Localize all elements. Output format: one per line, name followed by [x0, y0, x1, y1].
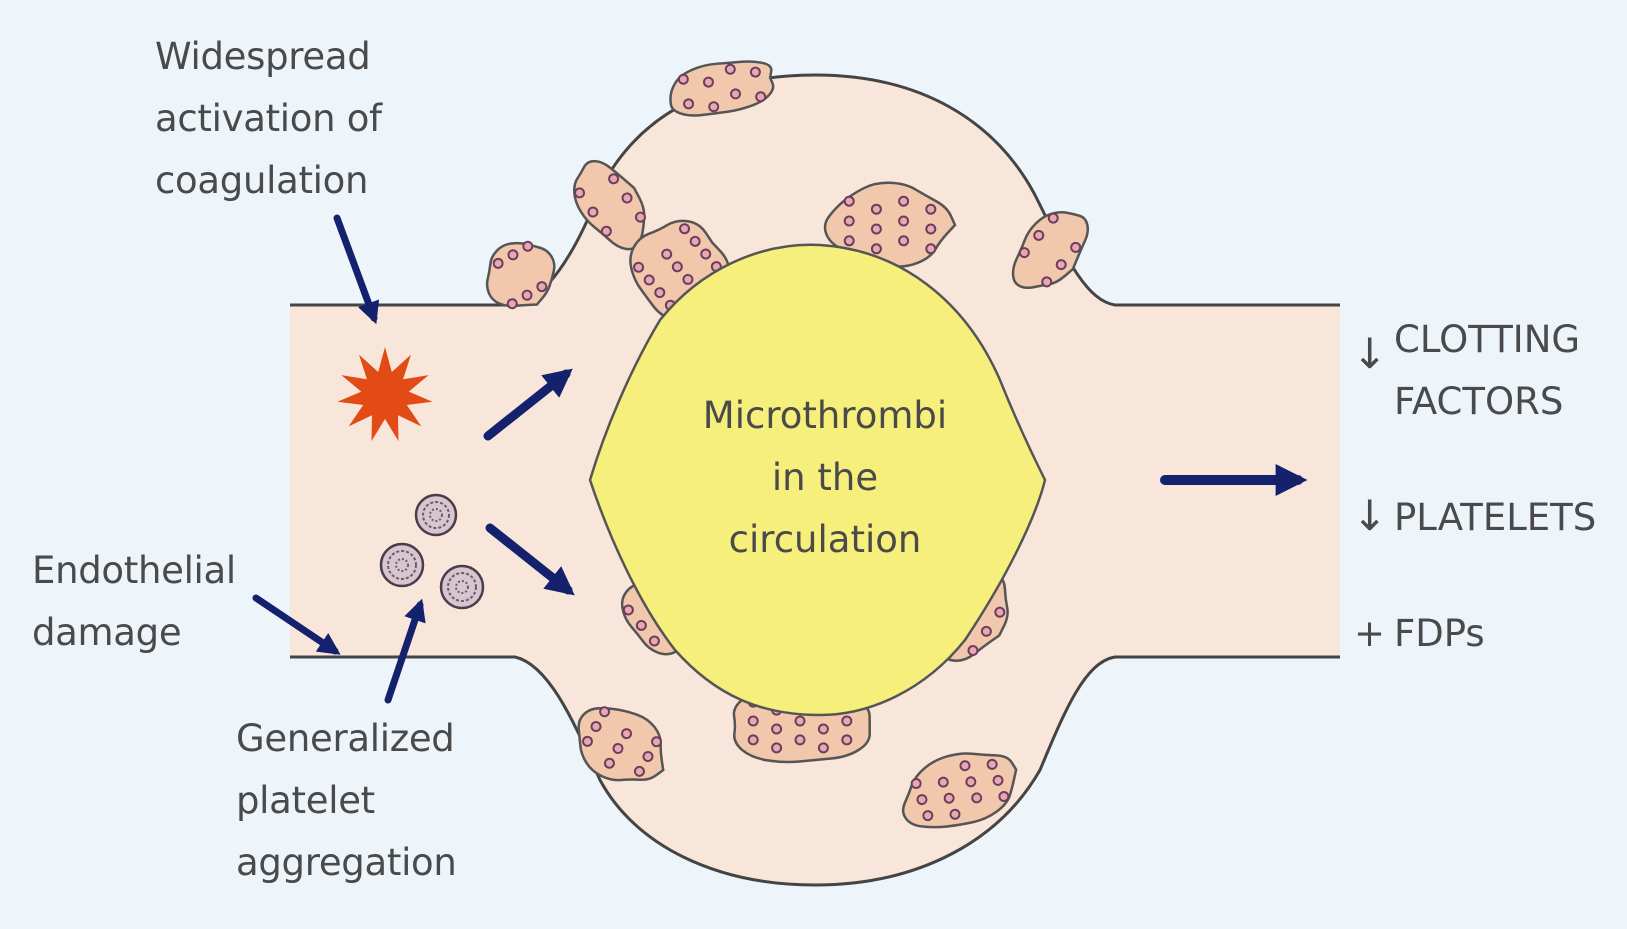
microthrombi-label: Microthrombi in the circulation: [660, 385, 990, 571]
coagulation-label: Widespread activation of coagulation: [155, 26, 382, 212]
decrease-symbol: ↓: [1352, 486, 1387, 546]
outcome-text: PLATELETS: [1394, 488, 1596, 548]
endothelial-label-line: damage: [32, 602, 236, 664]
outcome-text: CLOTTING: [1394, 310, 1580, 370]
platelet-label-line: aggregation: [236, 832, 457, 894]
platelet-cell-icon: [441, 566, 483, 608]
platelet-label: Generalized platelet aggregation: [236, 708, 457, 894]
platelet-label-line: Generalized: [236, 708, 457, 770]
increase-symbol: +: [1354, 604, 1385, 664]
outcome-text: FACTORS: [1394, 372, 1563, 432]
arrow-icon: [337, 218, 374, 318]
endothelial-label-line: Endothelial: [32, 540, 236, 602]
coagulation-label-line: activation of: [155, 88, 382, 150]
platelet-cell-icon: [416, 495, 456, 535]
platelet-label-line: platelet: [236, 770, 457, 832]
microthrombi-label-line: in the: [660, 447, 990, 509]
platelet-cell-icon: [381, 544, 423, 586]
endothelial-label: Endothelial damage: [32, 540, 236, 664]
coagulation-label-line: Widespread: [155, 26, 382, 88]
coagulation-label-line: coagulation: [155, 150, 382, 212]
microthrombi-label-line: circulation: [660, 509, 990, 571]
microthrombi-label-line: Microthrombi: [660, 385, 990, 447]
decrease-symbol: ↓: [1352, 324, 1387, 384]
outcome-text: FDPs: [1394, 604, 1485, 664]
